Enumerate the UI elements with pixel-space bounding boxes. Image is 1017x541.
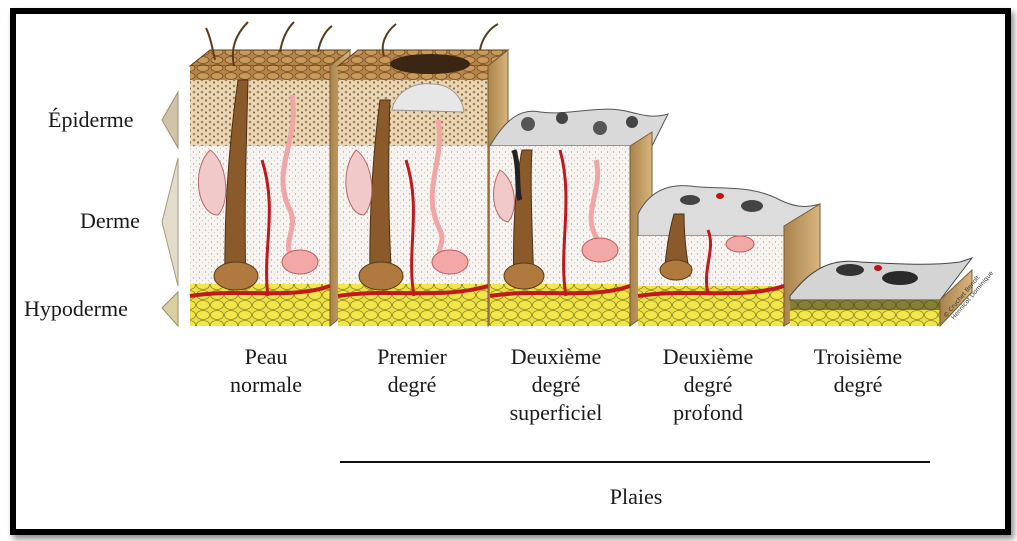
- caption-first-line-1: Premier: [377, 344, 447, 369]
- caption-second-superficial-line-1: Deuxième: [511, 344, 601, 369]
- layer-labels: Épiderme Derme Hypoderme: [24, 92, 178, 326]
- block-third-degree: © Cruchet Benoît Hennicot Dominique: [790, 258, 995, 326]
- caption-third-line-2: degré: [834, 372, 883, 397]
- caption-second-deep-line-3: profond: [673, 400, 743, 425]
- stage-captions: Peau normale Premier degré Deuxième degr…: [230, 344, 902, 425]
- layer-label-epidermis: Épiderme: [48, 107, 134, 132]
- block-first-degree: [338, 24, 508, 326]
- caption-second-superficial-line-3: superficiel: [510, 400, 603, 425]
- layer-label-hypodermis: Hypoderme: [24, 296, 128, 321]
- caption-normal-line-2: normale: [230, 372, 302, 397]
- caption-second-deep-line-2: degré: [684, 372, 733, 397]
- block-normal-skin: [190, 22, 350, 326]
- caption-second-superficial-line-2: degré: [532, 372, 581, 397]
- epidermis-pointer: [162, 92, 178, 148]
- hypodermis-pointer: [162, 292, 178, 326]
- wounds-label: Plaies: [610, 484, 663, 509]
- dermis-pointer: [162, 158, 178, 286]
- caption-third-line-1: Troisième: [814, 344, 902, 369]
- layer-label-dermis: Derme: [80, 208, 140, 233]
- caption-first-line-2: degré: [388, 372, 437, 397]
- caption-normal-line-1: Peau: [245, 344, 288, 369]
- caption-second-deep-line-1: Deuxième: [663, 344, 753, 369]
